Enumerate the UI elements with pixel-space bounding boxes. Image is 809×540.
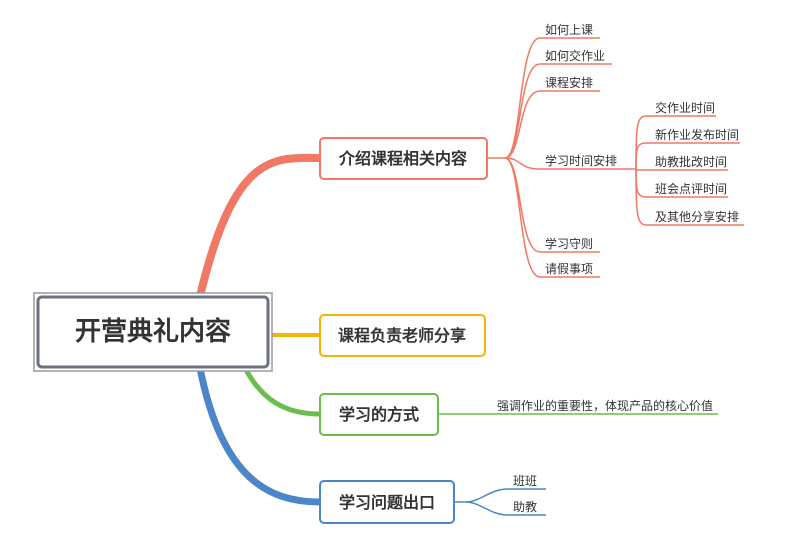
subsubtopic-review-time[interactable]: 班会点评时间 [655,182,727,196]
branch-course [196,153,324,300]
topic-method[interactable]: 学习的方式 [319,393,439,436]
subtopic-leave[interactable]: 请假事项 [545,262,593,276]
topic-teacher-label: 课程负责老师分享 [338,326,466,345]
subtopic-rules[interactable]: 学习守则 [545,236,593,251]
branch-issues [196,364,324,506]
subsubtopic-submit-time[interactable]: 交作业时间 [655,100,715,115]
subsubtopic-grading-time[interactable]: 助教批改时间 [655,154,727,169]
subsubtopic-release-time[interactable]: 新作业发布时间 [655,127,739,142]
topic-issues-label: 学习问题出口 [339,493,435,512]
subtopic-homework-importance[interactable]: 强调作业的重要性，体现产品的核心价值 [497,398,713,413]
subtopic-how-to-attend[interactable]: 如何上课 [545,22,593,37]
topic-teacher[interactable]: 课程负责老师分享 [319,314,486,357]
course-subconnectors [487,37,744,278]
subtopic-how-to-submit[interactable]: 如何交作业 [545,48,605,63]
subtopic-study-time[interactable]: 学习时间安排 [545,153,617,168]
subtopic-class-assistant[interactable]: 班班 [513,474,537,488]
subsubtopic-sharing[interactable]: 及其他分享安排 [655,209,739,224]
root-label: 开营典礼内容 [75,316,231,347]
topic-issues[interactable]: 学习问题出口 [319,480,455,524]
branch-method [242,365,323,417]
subtopic-teaching-assistant[interactable]: 助教 [513,499,537,514]
topic-method-label: 学习的方式 [339,405,419,424]
topic-course-label: 介绍课程相关内容 [338,149,467,168]
issues-subconnectors [454,488,546,516]
topic-course[interactable]: 介绍课程相关内容 [319,137,488,180]
root-node[interactable]: 开营典礼内容 [33,292,273,372]
subtopic-schedule[interactable]: 课程安排 [545,75,593,90]
